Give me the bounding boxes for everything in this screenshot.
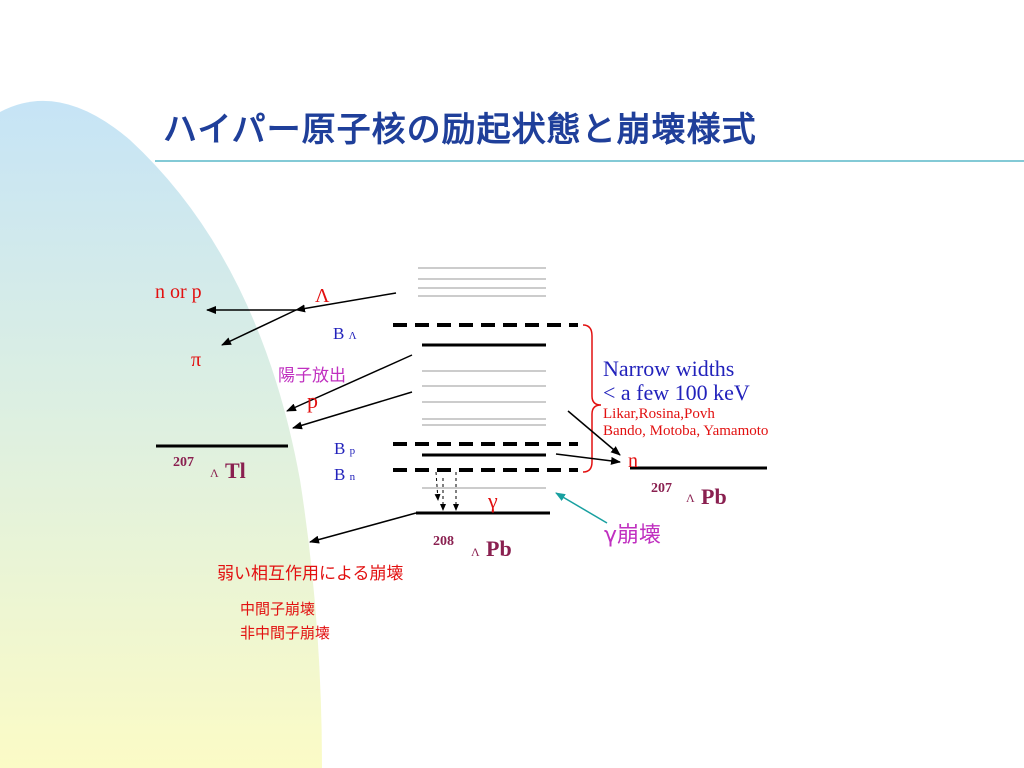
label-gamma: γ [488, 488, 498, 513]
label-n-or-p: n or p [155, 281, 202, 303]
pb207-lambda: Λ [686, 491, 695, 505]
tl-lambda: Λ [210, 466, 219, 480]
pb208-mass: 208 [433, 534, 454, 549]
tl-element: Tl [225, 458, 246, 483]
pb207-mass: 207 [651, 481, 672, 496]
b-n-sub: n [349, 471, 356, 483]
label-pi: π [191, 349, 202, 371]
label-b-p: B p [334, 440, 355, 457]
label-b-lambda: B Λ [333, 325, 357, 342]
label-lambda: Λ [315, 285, 330, 307]
continuum-levels [418, 267, 546, 489]
decay-arrows [206, 292, 621, 544]
label-n: n [628, 450, 638, 472]
narrow-width-brace [582, 324, 602, 473]
gamma-cascade-arrows [434, 471, 459, 511]
b-lambda-sub: Λ [348, 330, 357, 342]
pb208-element: Pb [486, 536, 512, 561]
b-p-main: B [334, 439, 346, 458]
label-weak-decay: 弱い相互作用による崩壊 [217, 564, 404, 584]
label-proton-emission: 陽子放出 [278, 366, 346, 386]
label-b-n: B n [334, 466, 355, 483]
narrow-widths-line2: < a few 100 keV [603, 380, 750, 405]
b-lambda-main: B [333, 324, 345, 343]
label-mesonic-decay: 中間子崩壊 [240, 600, 316, 618]
gamma-decay-pointer [555, 492, 608, 524]
pb207-element: Pb [701, 484, 727, 509]
page-title: ハイパー原子核の励起状態と崩壊様式 [163, 110, 757, 150]
b-n-main: B [334, 465, 346, 484]
tl-mass: 207 [173, 455, 194, 470]
pb208-lambda: Λ [471, 545, 480, 559]
b-p-sub: p [349, 445, 356, 457]
label-p: p [307, 388, 318, 413]
narrow-widths-line1: Narrow widths [603, 356, 735, 381]
authors-line1: Likar,Rosina,Povh [603, 406, 715, 422]
label-gamma-decay: γ崩壊 [604, 523, 662, 548]
authors-line2: Bando, Motoba, Yamamoto [603, 423, 769, 439]
label-nonmesonic-decay: 非中間子崩壊 [240, 624, 331, 642]
